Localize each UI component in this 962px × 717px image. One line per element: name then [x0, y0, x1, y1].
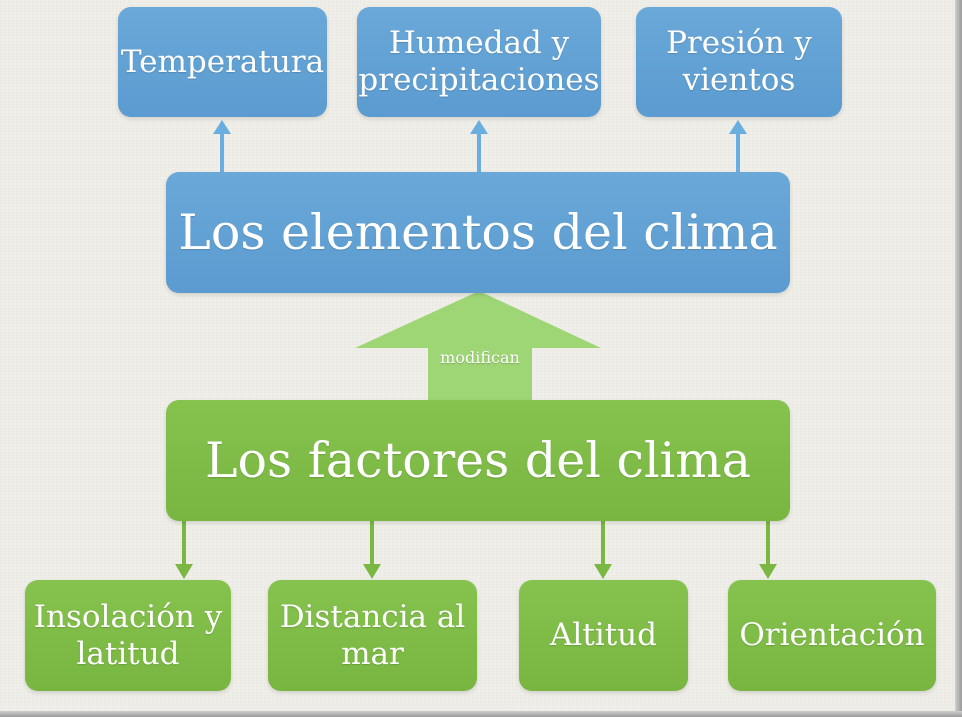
arrow-to-altitud: [594, 521, 612, 579]
frame-bottom-edge: [0, 711, 962, 717]
elemento-temperatura: Temperatura: [118, 7, 327, 117]
elementos-del-clima-box: Los elementos del clima: [166, 172, 790, 293]
factor-orientacion-label: Orientación: [739, 617, 925, 654]
factor-altitud-label: Altitud: [550, 617, 657, 654]
factor-insolacion-label: Insolación y latitud: [33, 598, 223, 672]
modifican-label: modifican: [440, 348, 520, 367]
factor-altitud: Altitud: [519, 580, 688, 691]
elemento-humedad-precipitaciones: Humedad y precipitaciones: [357, 7, 601, 117]
factores-title: Los factores del clima: [205, 431, 751, 489]
arrow-to-insolacion: [175, 521, 193, 579]
arrow-to-distancia: [363, 521, 381, 579]
arrow-to-temperatura: [213, 120, 231, 172]
factor-orientacion: Orientación: [728, 580, 936, 691]
arrow-to-humedad: [470, 120, 488, 172]
factor-distancia-label: Distancia al mar: [279, 598, 466, 672]
arrow-to-orientacion: [759, 521, 777, 579]
elemento-presion-label: Presión y vientos: [666, 25, 812, 98]
elemento-temperatura-label: Temperatura: [120, 43, 325, 80]
arrow-to-presion: [729, 120, 747, 172]
elemento-presion-vientos: Presión y vientos: [636, 7, 842, 117]
factor-distancia-mar: Distancia al mar: [268, 580, 477, 691]
elementos-title: Los elementos del clima: [178, 203, 778, 261]
frame-right-edge: [955, 0, 962, 717]
factor-insolacion-latitud: Insolación y latitud: [25, 580, 231, 691]
modifican-arrow: [355, 291, 601, 430]
elemento-humedad-label: Humedad y precipitaciones: [358, 25, 600, 98]
factores-del-clima-box: Los factores del clima: [166, 400, 790, 521]
